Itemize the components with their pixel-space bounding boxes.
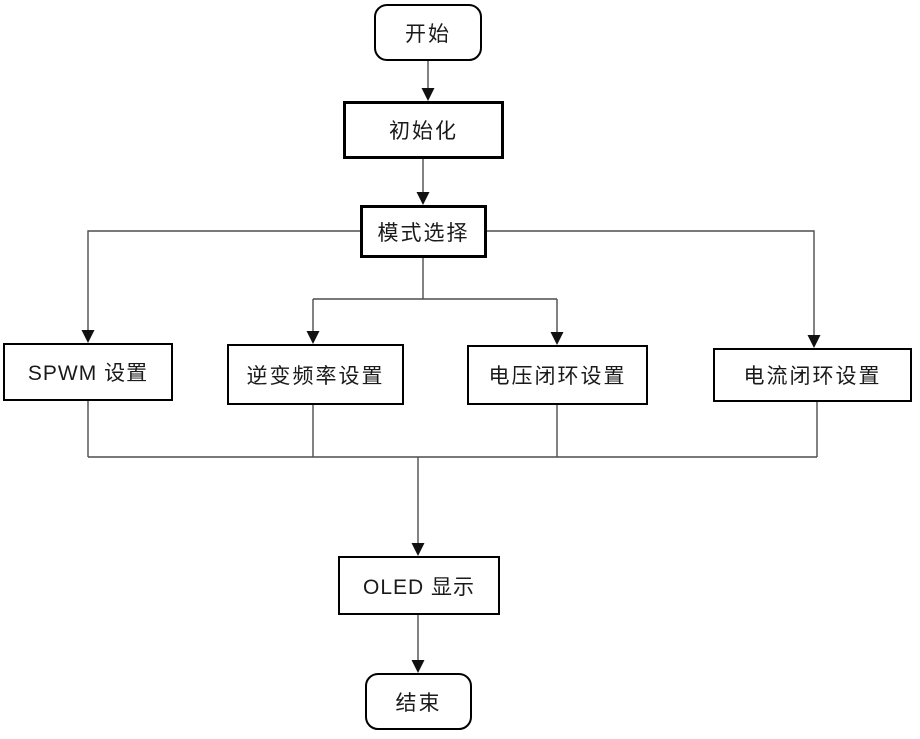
node-start[interactable]: 开始 <box>374 4 482 61</box>
node-end[interactable]: 结束 <box>365 673 472 730</box>
node-inverter-frequency-setting[interactable]: 逆变频率设置 <box>227 344 404 405</box>
node-current-closed-loop-setting-label: 电流闭环设置 <box>743 365 882 388</box>
node-start-label: 开始 <box>405 22 451 46</box>
node-mode-select[interactable]: 模式选择 <box>360 205 487 258</box>
node-oled-display[interactable]: OLED 显示 <box>338 556 500 615</box>
edge-oled-end <box>411 615 425 673</box>
node-mode-select-label: 模式选择 <box>377 221 470 245</box>
node-current-closed-loop-setting[interactable]: 电流闭环设置 <box>713 348 912 402</box>
node-oled-display-label: OLED 显示 <box>362 575 476 599</box>
edge-mode-freq-volt <box>306 258 564 345</box>
node-init[interactable]: 初始化 <box>343 101 504 159</box>
edge-init-mode <box>416 159 430 205</box>
node-end-label: 结束 <box>395 691 442 715</box>
node-spwm-setting-label: SPWM 设置 <box>27 362 149 385</box>
node-voltage-closed-loop-setting[interactable]: 电压闭环设置 <box>467 345 648 405</box>
edge-merge-bus <box>87 401 818 458</box>
edge-mode-spwm <box>81 230 360 343</box>
edge-bus-oled <box>411 457 425 556</box>
node-inverter-frequency-setting-label: 逆变频率设置 <box>246 364 385 388</box>
edge-start-init <box>421 61 435 101</box>
node-init-label: 初始化 <box>389 120 458 143</box>
edge-mode-curr <box>487 230 821 348</box>
node-spwm-setting[interactable]: SPWM 设置 <box>3 343 173 401</box>
node-voltage-closed-loop-setting-label: 电压闭环设置 <box>488 365 627 388</box>
